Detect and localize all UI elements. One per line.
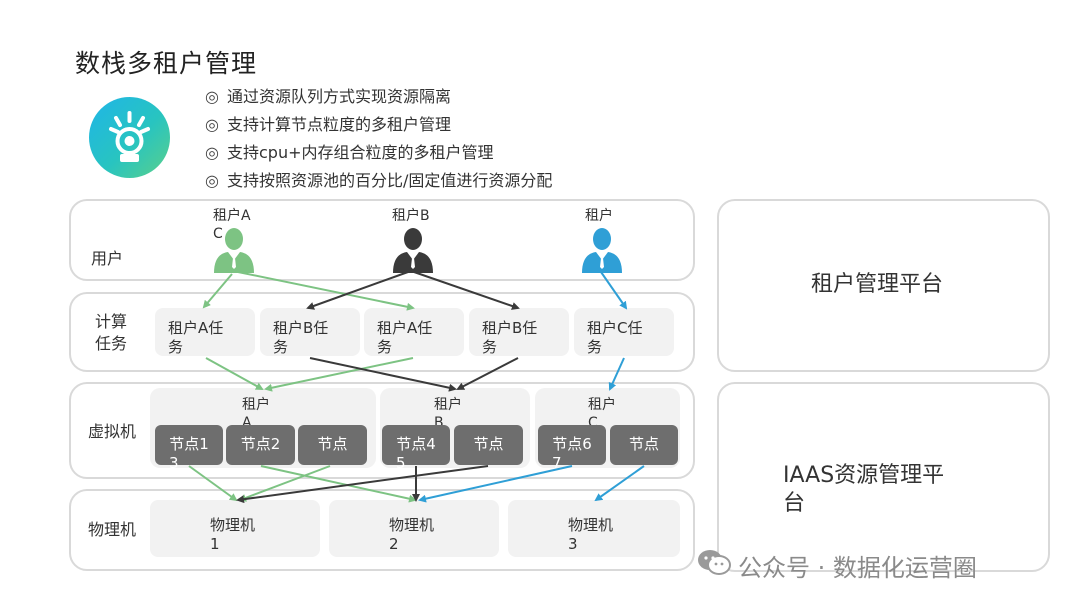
user-a-person-icon bbox=[214, 228, 254, 273]
vm-group-label: 租户 C bbox=[582, 396, 622, 432]
task-label: 租户B任 bbox=[273, 319, 329, 337]
bullet-mark: ◎ bbox=[205, 87, 219, 106]
task-box: 租户A任务 bbox=[155, 308, 255, 356]
feature-item: ◎ 支持按照资源池的百分比/固定值进行资源分配 bbox=[205, 167, 552, 195]
vm-label-line: 租户 bbox=[242, 397, 270, 413]
feature-item: ◎ 通过资源队列方式实现资源隔离 bbox=[205, 83, 552, 111]
vm-row-label: 虚拟机 bbox=[88, 422, 137, 441]
vm-label-line: A bbox=[242, 415, 252, 431]
vm-label-line: 租户 bbox=[588, 397, 616, 413]
node-box: 节点2 bbox=[226, 425, 295, 465]
iaas-label-line: 台 bbox=[783, 491, 806, 516]
task-label: 务 bbox=[587, 338, 603, 356]
node-label: 节点1 bbox=[169, 435, 209, 453]
physical-label: 3 bbox=[568, 535, 578, 553]
feature-text: 通过资源队列方式实现资源隔离 bbox=[227, 87, 452, 106]
compute-row-label: 计算 任务 bbox=[95, 311, 127, 355]
user-row-label: 用户 bbox=[91, 249, 124, 268]
task-label: 租户C任 bbox=[587, 319, 643, 337]
physical-label: 物理机 bbox=[389, 516, 435, 534]
task-label: 务 bbox=[273, 338, 289, 356]
node-label: 节点4 bbox=[396, 435, 436, 453]
feature-text: 支持按照资源池的百分比/固定值进行资源分配 bbox=[227, 171, 553, 190]
task-box: 租户B任务 bbox=[469, 308, 569, 356]
user-b-person-icon bbox=[393, 228, 433, 273]
vm-group-label: 租户 A bbox=[236, 396, 276, 432]
watermark-text: 公众号 · 数据化运营圈 bbox=[738, 554, 977, 582]
node-label: 节点6 bbox=[552, 435, 592, 453]
physical-label: 2 bbox=[389, 535, 399, 553]
compute-label-line: 计算 bbox=[95, 312, 128, 331]
user-label: 租户B bbox=[392, 208, 430, 224]
wechat-icon bbox=[698, 550, 731, 575]
task-label: 租户A任 bbox=[377, 319, 433, 337]
node-label: 节点 bbox=[473, 435, 504, 453]
task-label: 租户A任 bbox=[168, 319, 224, 337]
user-c-person-icon bbox=[582, 228, 622, 273]
task-label: 务 bbox=[168, 338, 184, 356]
feature-item: ◎ 支持计算节点粒度的多租户管理 bbox=[205, 111, 552, 139]
user-label-line: 租户A bbox=[213, 208, 251, 224]
tenant-platform-panel bbox=[717, 199, 1050, 372]
vm-label-line: B bbox=[434, 415, 444, 431]
page-title: 数栈多租户管理 bbox=[75, 49, 258, 78]
physical-label: 物理机 bbox=[568, 516, 614, 534]
feature-list: ◎ 通过资源队列方式实现资源隔离 ◎ 支持计算节点粒度的多租户管理 ◎ 支持cpu+内… bbox=[205, 83, 552, 195]
node-box: 节点 bbox=[454, 425, 523, 465]
compute-label-line: 任务 bbox=[95, 334, 128, 353]
task-box: 租户C任务 bbox=[574, 308, 674, 356]
node-box: 节点 bbox=[298, 425, 367, 465]
vm-label-line: 租户 bbox=[434, 397, 462, 413]
physical-label: 物理机 bbox=[210, 516, 256, 534]
user-label: 租户 bbox=[585, 208, 613, 224]
feature-text: 支持cpu+内存组合粒度的多租户管理 bbox=[227, 143, 494, 162]
node-label: 节点2 bbox=[240, 435, 281, 453]
vm-label-line: C bbox=[588, 415, 598, 431]
iaas-platform-panel bbox=[717, 382, 1050, 572]
node-label: 3 bbox=[169, 454, 179, 472]
vm-group-label: 租户 B bbox=[428, 396, 468, 432]
node-label: 节点 bbox=[628, 435, 659, 453]
node-label: 5 bbox=[396, 454, 406, 472]
node-label: 节点 bbox=[317, 435, 348, 453]
physical-label: 1 bbox=[210, 535, 220, 553]
user-label: 租户A C bbox=[213, 207, 251, 243]
iaas-label-line: IAAS资源管理平 bbox=[783, 463, 945, 488]
physical-row-label: 物理机 bbox=[88, 520, 137, 539]
bullet-mark: ◎ bbox=[205, 143, 219, 162]
feature-text: 支持计算节点粒度的多租户管理 bbox=[227, 115, 452, 134]
node-box: 节点 bbox=[610, 425, 678, 465]
task-label: 务 bbox=[482, 338, 498, 356]
bullet-mark: ◎ bbox=[205, 171, 219, 190]
tenant-logo-icon bbox=[89, 97, 170, 178]
iaas-platform-label: IAAS资源管理平 台 bbox=[783, 462, 944, 518]
task-label: 务 bbox=[377, 338, 393, 356]
bullet-mark: ◎ bbox=[205, 115, 219, 134]
node-label: 7 bbox=[552, 454, 562, 472]
user-label-line: C bbox=[213, 226, 223, 242]
feature-item: ◎ 支持cpu+内存组合粒度的多租户管理 bbox=[205, 139, 552, 167]
task-label: 租户B任 bbox=[482, 319, 538, 337]
tenant-platform-label: 租户管理平台 bbox=[811, 272, 944, 297]
task-box: 租户B任务 bbox=[260, 308, 360, 356]
task-box: 租户A任务 bbox=[364, 308, 464, 356]
